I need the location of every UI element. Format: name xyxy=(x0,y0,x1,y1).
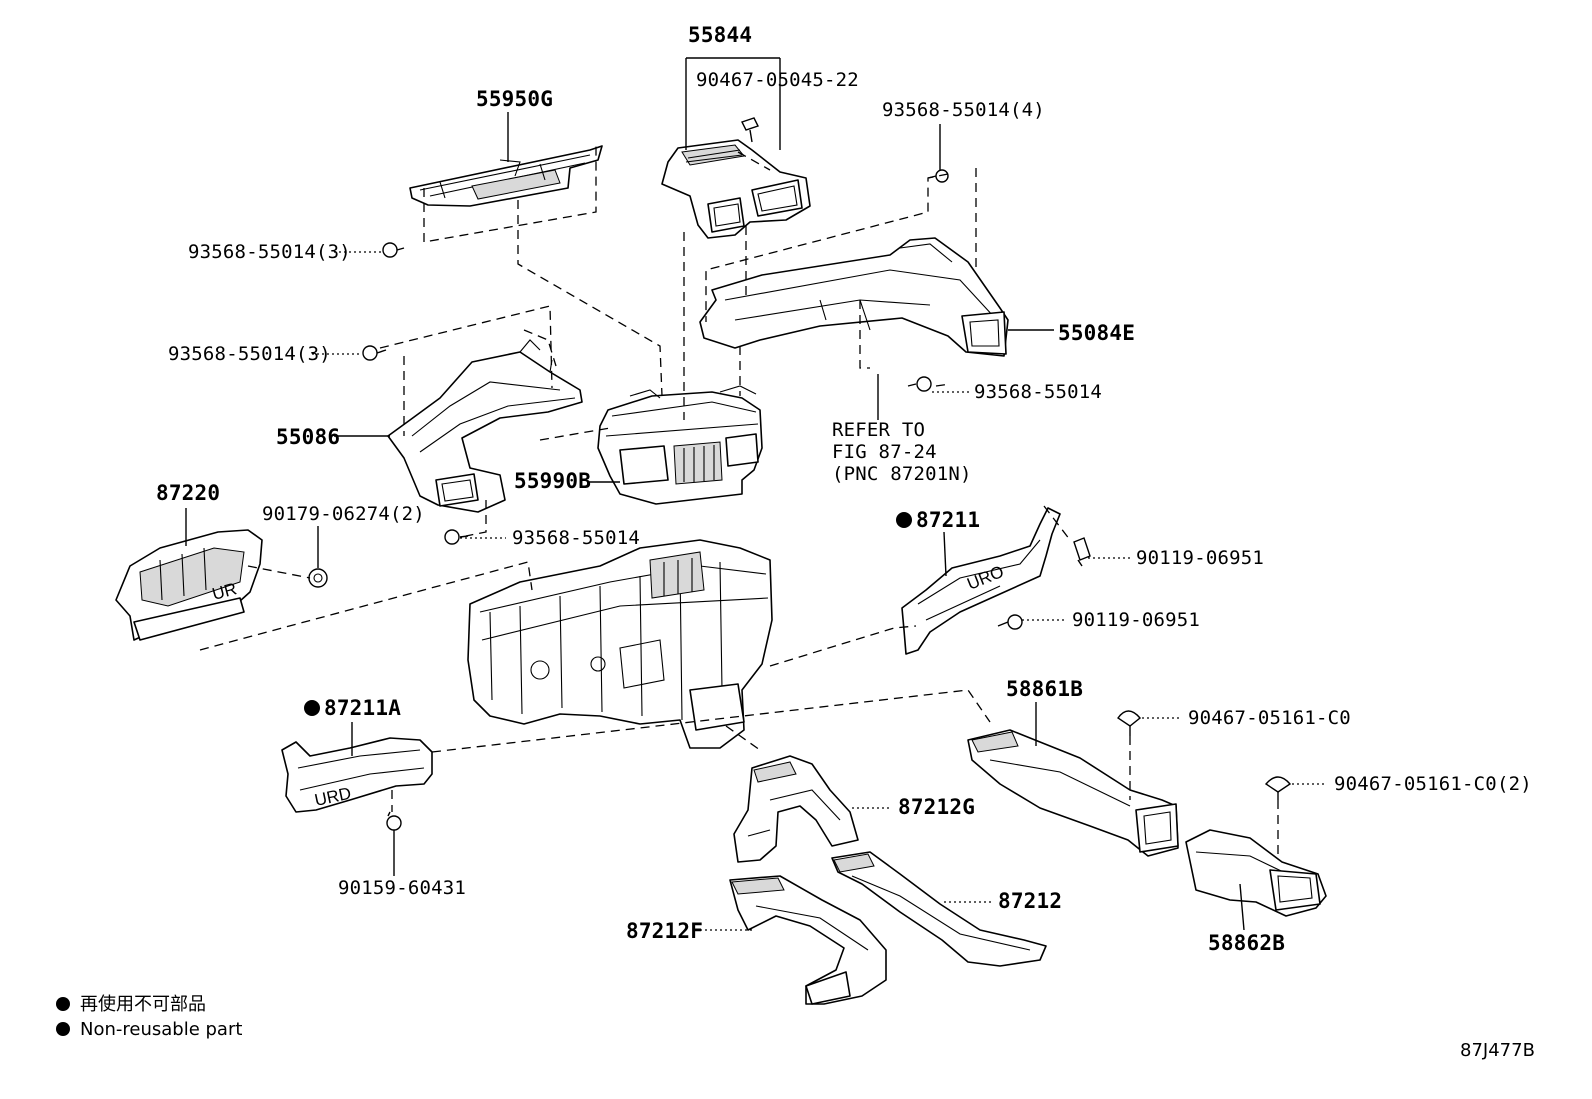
duct-55086 xyxy=(387,339,583,513)
label-93568-55014-right: 93568-55014 xyxy=(974,381,1102,403)
legend-english: Non-reusable part xyxy=(80,1019,242,1040)
label-90467-05161-c0: 90467-05161-C0 xyxy=(1188,707,1351,729)
bolt-93568-l-icon xyxy=(444,529,469,545)
rear-duct-58862b xyxy=(1185,829,1327,917)
grommet-90179-icon xyxy=(308,568,328,588)
label-55084e: 55084E xyxy=(1058,321,1135,345)
label-87212: 87212 xyxy=(998,889,1062,913)
label-55844: 55844 xyxy=(688,23,752,47)
leader-lines xyxy=(185,57,1326,931)
label-55950g: 55950G xyxy=(476,87,553,111)
non-reusable-marker-icon xyxy=(896,512,912,528)
vent-assembly-55844 xyxy=(661,139,811,239)
duct-87211a: URD xyxy=(281,737,433,813)
label-87211a: 87211A xyxy=(324,696,401,720)
bolt-93568-3a-icon xyxy=(382,242,405,258)
assembly-lines xyxy=(199,144,1279,856)
bolt-90159-icon xyxy=(386,811,402,831)
front-duct-87212 xyxy=(831,851,1047,967)
screw-90119-b-icon xyxy=(997,614,1023,630)
rear-duct-58861b xyxy=(967,729,1179,857)
label-93568-55014-3-lower: 93568-55014(3) xyxy=(168,343,331,365)
legend-japanese: 再使用不可部品 xyxy=(80,994,206,1015)
screw-90119-a-icon xyxy=(1073,537,1091,567)
heater-unit xyxy=(467,539,773,749)
label-55086: 55086 xyxy=(276,425,340,449)
label-90119-06951-lower: 90119-06951 xyxy=(1072,609,1200,631)
front-duct-87212g xyxy=(733,755,859,863)
callout-labels: 55844 90467-05045-22 55950G 93568-55014(… xyxy=(156,23,1532,955)
label-93568-55014-4: 93568-55014(4) xyxy=(882,99,1045,121)
clip-90467-c02-icon xyxy=(1264,776,1292,800)
label-87220: 87220 xyxy=(156,481,220,505)
duct-55084e xyxy=(699,237,1009,357)
label-87212f: 87212F xyxy=(626,919,703,943)
duct-87211: URO xyxy=(901,507,1061,655)
label-58862b: 58862B xyxy=(1208,931,1285,955)
bolt-93568-3b-icon xyxy=(362,345,387,361)
legend: 再使用不可部品 Non-reusable part xyxy=(56,994,242,1040)
label-refer-pnc: (PNC 87201N) xyxy=(832,463,972,485)
label-58861b: 58861B xyxy=(1006,677,1083,701)
side-duct-87220: UR xyxy=(115,529,263,641)
label-90179-06274-2: 90179-06274(2) xyxy=(262,503,425,525)
label-87211: 87211 xyxy=(916,508,980,532)
defroster-nozzle-55950g xyxy=(409,145,603,207)
bolt-93568-r-icon xyxy=(907,376,932,392)
bolt-90467-05045-icon xyxy=(741,117,759,143)
label-55990b: 55990B xyxy=(514,469,591,493)
label-87212g: 87212G xyxy=(898,795,975,819)
label-refer-fig: FIG 87-24 xyxy=(832,441,937,463)
legend-marker-icon xyxy=(56,1022,70,1036)
label-93568-55014-left: 93568-55014 xyxy=(512,527,640,549)
front-duct-87212f xyxy=(729,875,887,1005)
center-vent-55990b xyxy=(597,385,763,505)
bolt-93568-4-icon xyxy=(927,169,949,183)
clip-90467-c0-icon xyxy=(1117,710,1142,736)
label-90159-60431: 90159-60431 xyxy=(338,877,466,899)
label-93568-55014-3-upper: 93568-55014(3) xyxy=(188,241,351,263)
label-90467-05161-c0-2: 90467-05161-C0(2) xyxy=(1334,773,1532,795)
figure-code: 87J477B xyxy=(1460,1040,1535,1061)
label-90119-06951-upper: 90119-06951 xyxy=(1136,547,1264,569)
label-refer-to: REFER TO xyxy=(832,419,925,441)
legend-marker-icon xyxy=(56,997,70,1011)
non-reusable-marker-icon xyxy=(304,700,320,716)
label-90467-05045-22: 90467-05045-22 xyxy=(696,69,859,91)
